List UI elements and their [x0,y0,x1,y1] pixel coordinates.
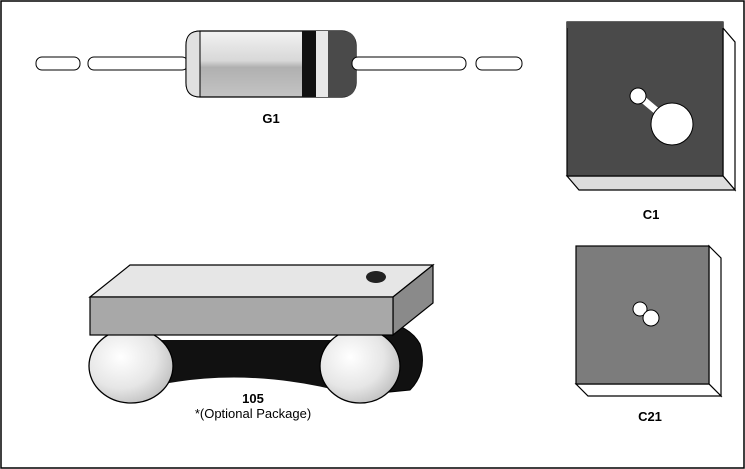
c1-bond-pad [629,87,694,146]
g1-right-lead [351,56,523,71]
p105-left-roll [88,328,174,404]
p105-label: 105 [242,391,264,406]
g1-label: G1 [262,111,280,126]
g1-body [185,30,357,98]
p105-polarity-dot [366,271,386,283]
g1-diode [35,30,523,98]
c21-bond-pad [632,301,660,327]
c21-chip [574,244,723,398]
p105-package [88,263,435,404]
c1-label: C1 [642,207,660,222]
p105-note: *(Optional Package) [194,406,312,421]
c21-label: C21 [638,409,662,424]
g1-cathode-band [302,31,316,97]
p105-right-roll [319,328,401,404]
c1-chip [565,21,737,192]
g1-left-lead [35,56,189,71]
